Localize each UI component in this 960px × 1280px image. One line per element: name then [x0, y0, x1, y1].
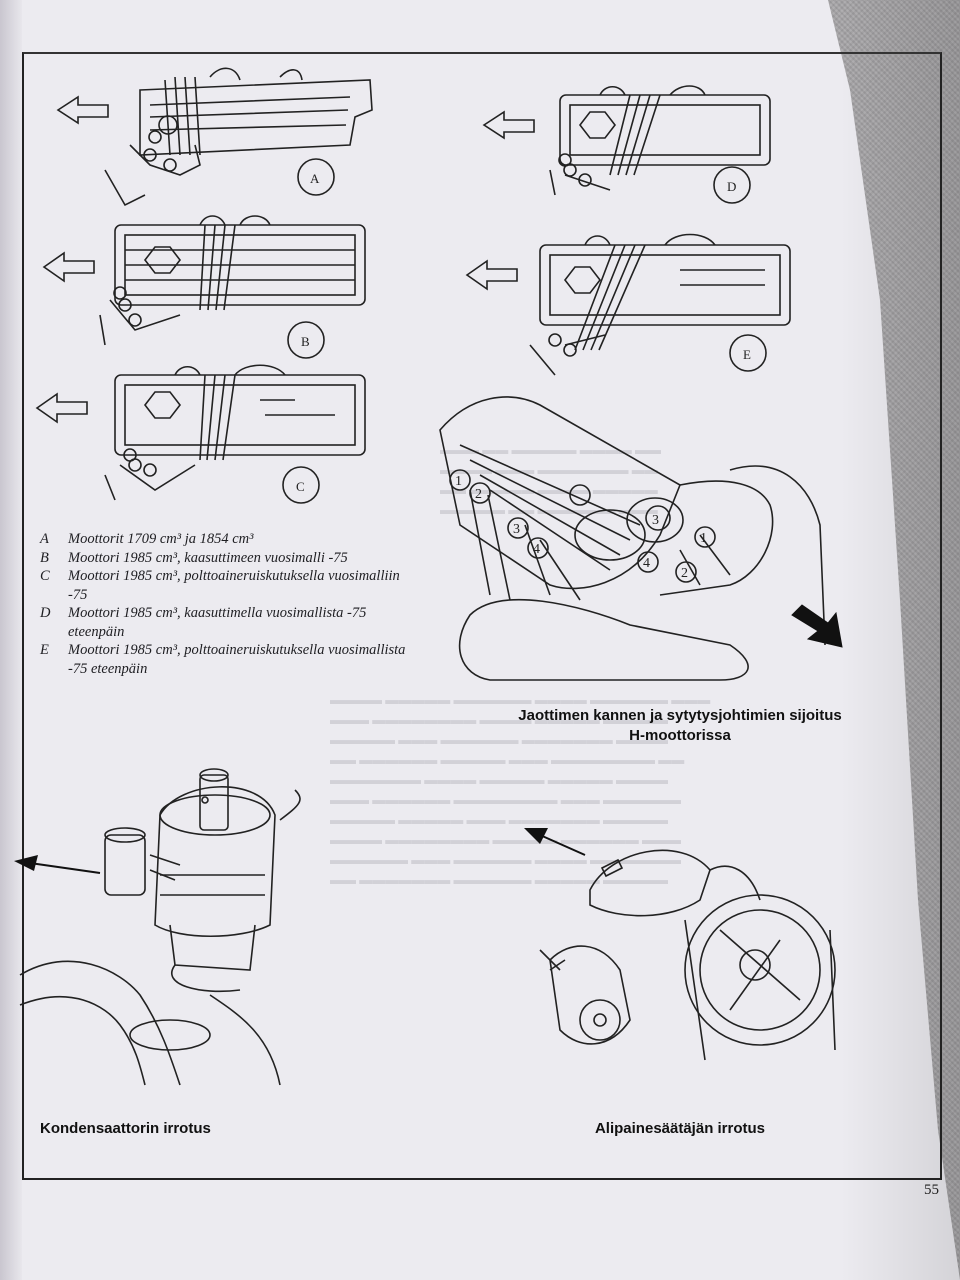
distributor-caption-line1: Jaottimen kannen ja sytytysjohtimien sij…: [518, 707, 842, 724]
legend-row-e: E Moottori 1985 cm³, polttoaineruiskutuk…: [40, 641, 420, 678]
legend-row-b: B Moottori 1985 cm³, kaasuttimeen vuosim…: [40, 549, 420, 568]
firing-number: 3: [652, 513, 659, 528]
cap-tower-3-marker: [645, 505, 671, 531]
label-e: E: [743, 347, 751, 362]
vacuum-unit-caption: Alipainesäätäjän irrotus: [594, 1120, 766, 1137]
legend-row-c: C Moottori 1985 cm³, polttoaineruiskutuk…: [40, 567, 420, 604]
diagram-e: E: [465, 233, 791, 376]
distributor-caption: Jaottimen kannen ja sytytysjohtimien sij…: [470, 706, 890, 746]
firing-number: 1: [455, 474, 462, 489]
ignition-lead-3-marker: [507, 517, 529, 539]
legend-text: Moottori 1985 cm³, polttoaineruiskutukse…: [68, 642, 406, 677]
figure-legend: A Moottorit 1709 cm³ ja 1854 cm³ B Moott…: [40, 530, 420, 678]
arrow-down-right-icon: [791, 604, 843, 648]
arrow-left-icon: [465, 259, 518, 291]
label-b: B: [301, 334, 310, 349]
diagram-b: B: [42, 215, 366, 359]
arrow-left-icon: [29, 862, 101, 874]
firing-number: 3: [513, 522, 520, 537]
arrow-left-icon: [56, 95, 109, 125]
vacuum-unit-removal-drawing: [524, 828, 836, 1061]
cap-tower-marker: [569, 484, 591, 506]
diagram-c: C: [35, 364, 366, 504]
bleed-through-text: ▬▬▬ ▬▬ ▬▬▬▬▬ ▬▬▬▬ ▬▬ ▬▬▬▬ ▬▬▬ ▬▬▬▬▬▬▬ ▬▬…: [440, 442, 661, 517]
label-circle-c: [282, 466, 320, 504]
label-circle-b: [287, 321, 325, 359]
firing-number: 4: [643, 556, 650, 571]
page-border-frame: [22, 52, 942, 1180]
legend-key: D: [40, 605, 51, 621]
condenser-removal-drawing: [14, 768, 301, 1086]
legend-key: B: [40, 549, 49, 566]
firing-number: 2: [681, 566, 688, 581]
cap-tower-1-marker: [694, 526, 716, 548]
page-number: 55: [924, 1182, 939, 1198]
ignition-lead-2-marker: [469, 482, 491, 504]
firing-number: 4: [533, 542, 540, 557]
ignition-lead-1-marker: [449, 469, 471, 491]
legend-row-d: D Moottori 1985 cm³, kaasuttimella vuosi…: [40, 604, 420, 641]
label-circle-d: [713, 166, 751, 204]
condenser-caption: Kondensaattorin irrotus: [40, 1120, 211, 1137]
bleed-through-text-2: ▬▬▬▬ ▬▬▬▬▬ ▬▬▬▬▬▬ ▬▬▬▬ ▬▬▬▬▬▬ ▬▬▬ ▬▬▬ ▬▬…: [330, 692, 711, 887]
label-a: A: [310, 171, 320, 186]
legend-text: Moottori 1985 cm³, kaasuttimella vuosima…: [68, 605, 367, 640]
legend-key: E: [40, 642, 49, 658]
legend-text: Moottorit 1709 cm³ ja 1854 cm³: [68, 531, 254, 547]
label-d: D: [727, 179, 736, 194]
arrow-left-icon: [482, 110, 535, 140]
firing-number: 2: [475, 487, 482, 502]
firing-number: 1: [700, 531, 707, 546]
h-engine-distributor-drawing: 1 2 3 4 1 2 3 4: [439, 396, 843, 681]
diagram-a: A: [56, 67, 373, 207]
arrow-left-icon: [42, 251, 95, 283]
label-circle-e: [729, 334, 767, 372]
legend-row-a: A Moottorit 1709 cm³ ja 1854 cm³: [40, 530, 420, 549]
label-c: C: [296, 479, 305, 494]
cap-tower-2-marker: [675, 561, 697, 583]
arrow-up-left-icon: [539, 834, 586, 856]
distributor-caption-line2: H-moottorissa: [629, 727, 731, 744]
diagram-d: D: [482, 85, 771, 204]
arrow-left-icon: [35, 392, 88, 424]
legend-text: Moottori 1985 cm³, polttoaineruiskutukse…: [68, 568, 400, 603]
label-circle-a: [297, 158, 335, 196]
legend-text: Moottori 1985 cm³, kaasuttimeen vuosimal…: [68, 549, 348, 566]
legend-key: C: [40, 568, 50, 584]
cap-tower-4-marker: [637, 551, 659, 573]
legend-key: A: [40, 531, 49, 547]
ignition-lead-4-marker: [527, 537, 549, 559]
